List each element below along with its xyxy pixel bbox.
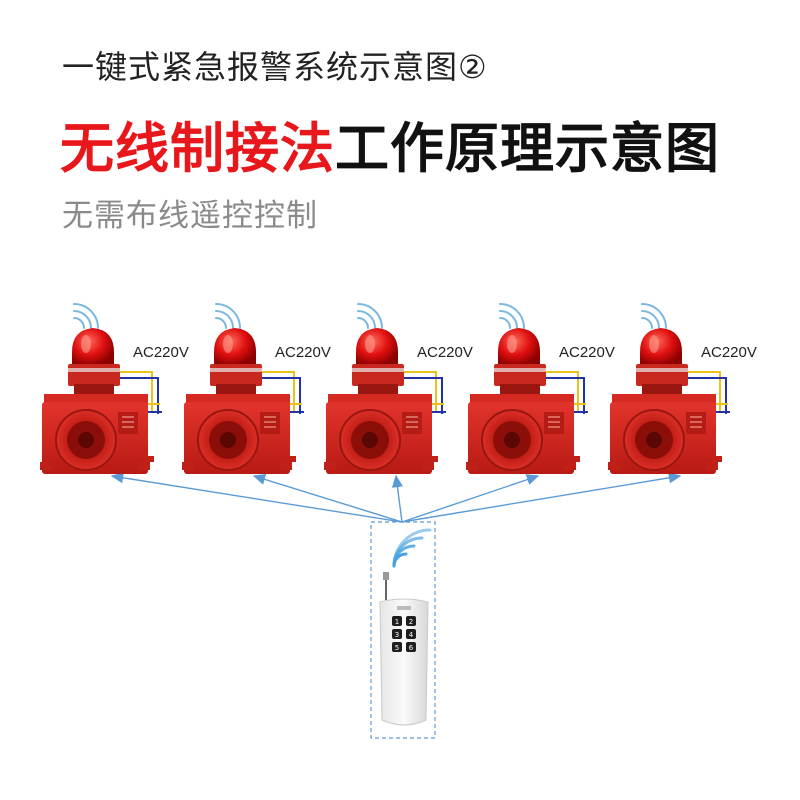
alarm-3-voltage-label: AC220V [417, 344, 473, 361]
alarm-5-voltage-label: AC220V [701, 344, 757, 361]
signal-lines [112, 476, 680, 522]
remote-control [380, 572, 428, 725]
alarm-4-voltage-label: AC220V [559, 344, 615, 361]
alarm-2-voltage-label: AC220V [275, 344, 331, 361]
alarm-1-voltage-label: AC220V [133, 344, 189, 361]
remote-signal-icon [394, 530, 430, 566]
wireless-signal-icon [74, 304, 98, 328]
alarm-unit [40, 304, 162, 474]
